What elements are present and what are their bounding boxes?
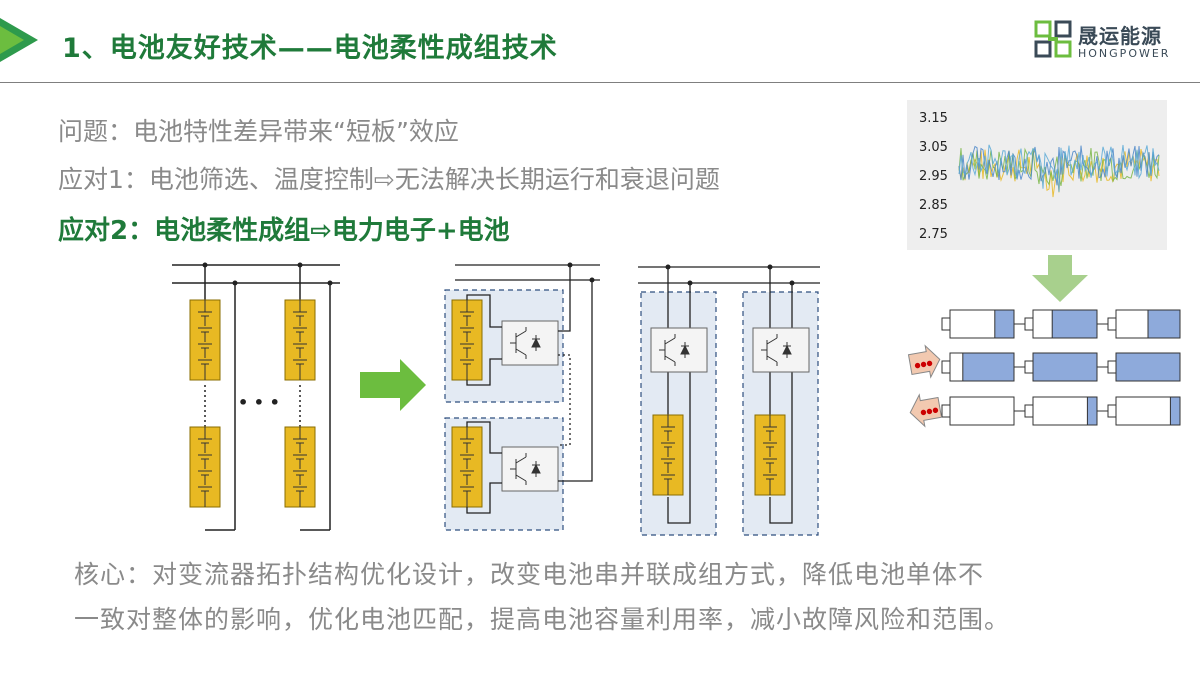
y-tick-label: 3.05 [919,140,948,155]
series-parallel-strings [172,264,340,531]
svg-text:●●●: ●●● [914,359,933,370]
down-arrow-icon [1032,255,1088,302]
problem-statement: 问题：电池特性差异带来“短板”效应 [58,117,459,146]
header-divider [0,82,1200,83]
charge-arrow-icon: ●●● [907,344,941,379]
discharge-arrow-icon: ●●● [909,393,943,428]
chart-series [958,144,1160,198]
slide-title: 1、电池友好技术——电池柔性成组技术 [62,33,558,64]
y-tick-label: 2.85 [919,198,948,213]
y-axis-ticks: 3.15 3.05 2.95 2.85 2.75 [919,111,948,242]
battery-cell-icon [1024,396,1098,426]
company-logo-icon [1034,20,1072,58]
y-tick-label: 3.15 [919,111,948,126]
battery-stack [189,426,221,508]
ellipsis-dots: • • • [238,393,280,412]
transform-arrow-icon [360,359,426,411]
battery-cell-icon [941,396,1015,426]
corner-triangle-icon [0,18,38,62]
voltage-chart: 3.15 3.05 2.95 2.85 2.75 [907,100,1167,250]
battery-stack [652,414,684,496]
converter-block [501,446,559,492]
voltage-series-line [958,149,1160,198]
battery-cell-icon [941,309,1015,339]
core-summary-line1: 核心：对变流器拓扑结构优化设计，改变电池串并联成组方式，降低电池单体不 [74,560,985,589]
cell-balancing-panel: ●●● ●●● [907,255,1181,428]
battery-stack [754,414,786,496]
converter-block [501,320,559,366]
battery-cell-icon [1107,309,1181,339]
voltage-series-line [958,144,1160,192]
y-tick-label: 2.75 [919,227,948,242]
battery-cell-icon [941,352,1015,382]
battery-stack [284,426,316,508]
module-group-parallel [638,264,820,536]
logo-text-cn: 晟运能源 [1078,24,1162,48]
core-summary-line2: 一致对整体的影响，优化电池匹配，提高电池容量利用率，减小故障风险和范围。 [74,605,1011,634]
module-group-series [444,262,600,531]
battery-cell-icon [1107,396,1181,426]
battery-stack [284,299,316,381]
svg-text:●●●: ●●● [920,406,939,417]
battery-stack [189,299,221,381]
response-one: 应对1：电池筛选、温度控制⇨无法解决长期运行和衰退问题 [58,165,720,194]
battery-cell-icon [1107,352,1181,382]
battery-cell-icon [1024,309,1098,339]
y-tick-label: 2.95 [919,169,948,184]
topology-diagram: • • • [172,262,820,536]
battery-cell-icon [1024,352,1098,382]
response-two: 应对2：电池柔性成组⇨电力电子+电池 [58,216,510,246]
converter-block [650,327,708,373]
logo-text-en: HONGPOWER [1078,47,1171,60]
converter-block [752,327,810,373]
